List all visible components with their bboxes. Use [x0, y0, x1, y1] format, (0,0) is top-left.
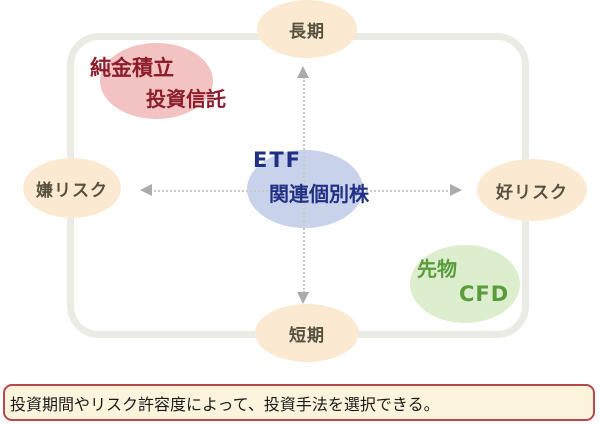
cfd-label: CFD: [459, 282, 510, 306]
axis-label-risk-averse: 嫌リスク: [23, 158, 121, 218]
arrow-right-icon: [450, 184, 462, 196]
related-stocks-label: 関連個別株: [269, 182, 369, 206]
futures-label: 先物: [417, 257, 457, 281]
risk-loving-text: 好リスク: [496, 182, 568, 203]
gold-savings-label: 純金積立: [90, 56, 174, 80]
investment-trust-label: 投資信託: [146, 87, 226, 111]
risk-axis-line: [150, 190, 452, 192]
risk-averse-text: 嫌リスク: [36, 180, 108, 201]
arrow-left-icon: [140, 184, 152, 196]
axis-label-long-term: 長期: [257, 0, 357, 58]
futures-bubble: [410, 245, 520, 323]
caption-box: 投資期間やリスク許容度によって、投資手法を選択できる。: [3, 384, 595, 421]
etf-bubble: [247, 150, 363, 228]
long-term-text: 長期: [289, 21, 325, 42]
etf-label: ETF: [253, 148, 303, 172]
axis-label-short-term: 短期: [255, 304, 359, 362]
term-axis-line: [303, 77, 305, 293]
axis-label-risk-loving: 好リスク: [477, 159, 587, 221]
arrow-down-icon: [297, 292, 309, 304]
gold-savings-bubble: [100, 43, 213, 119]
caption-text: 投資期間やリスク許容度によって、投資手法を選択できる。: [10, 394, 440, 414]
arrow-up-icon: [297, 66, 309, 78]
short-term-text: 短期: [289, 325, 325, 346]
